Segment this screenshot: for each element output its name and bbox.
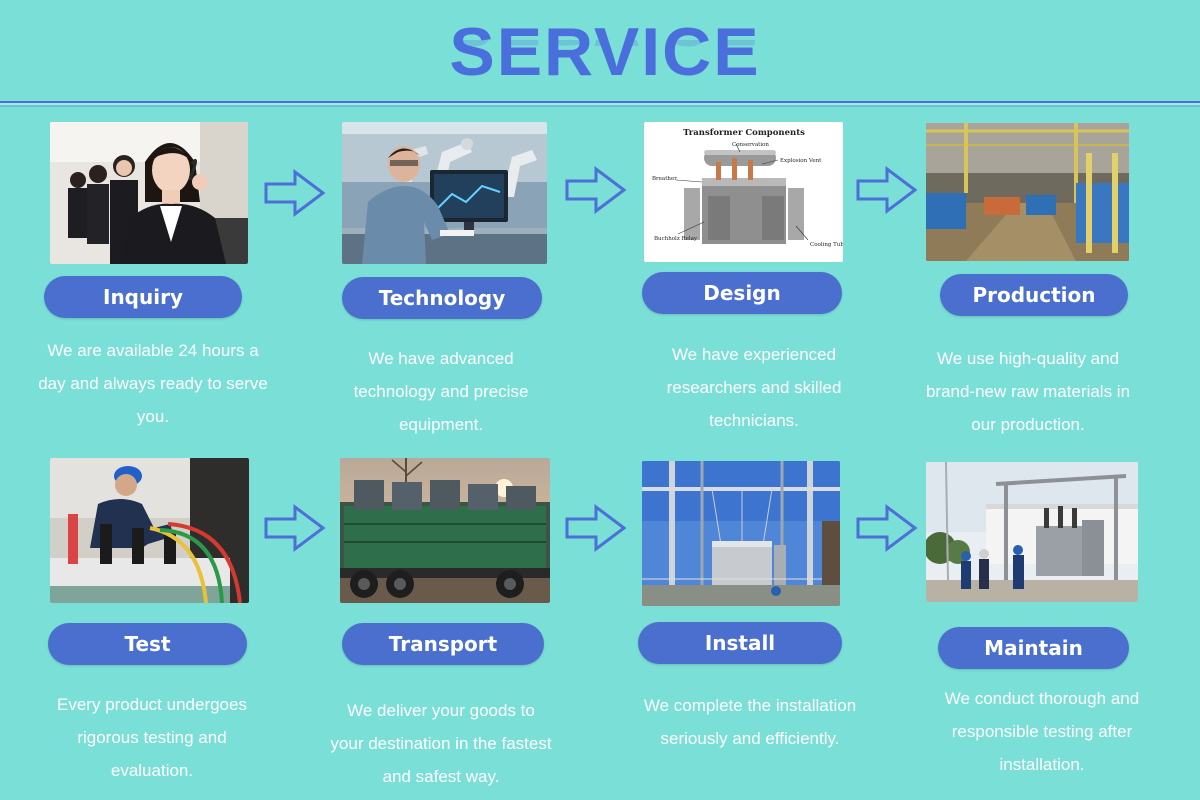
step-label-production: Production xyxy=(940,274,1128,316)
step-description-design: We have experienced researchers and skil… xyxy=(666,345,842,430)
step-description-inquiry: We are available 24 hours a day and alwa… xyxy=(38,341,268,426)
page-title: SERVICE xyxy=(449,14,761,90)
right-arrow-icon xyxy=(856,504,918,552)
maintain-photo xyxy=(926,462,1138,602)
design-photo: Transformer Components Conservation Expl… xyxy=(644,122,843,262)
install-photo xyxy=(642,461,840,606)
step-label-test: Test xyxy=(48,623,247,665)
diagram-label-buchholz-relay: Buchholz Relay xyxy=(654,236,698,242)
step-description-technology: We have advanced technology and precise … xyxy=(353,349,529,434)
inquiry-photo xyxy=(50,122,248,264)
diagram-label-cooling-tubes: Cooling Tubes xyxy=(810,242,843,248)
page-title-reflection: SERVICE xyxy=(0,40,1200,62)
diagram-label-explosion-vent: Explosion Vent xyxy=(780,158,822,164)
step-description-maintain: We conduct thorough and responsible test… xyxy=(944,689,1140,774)
step-label-design: Design xyxy=(642,272,842,314)
step-label-inquiry: Inquiry xyxy=(44,276,242,318)
test-photo xyxy=(50,458,249,603)
step-label-transport: Transport xyxy=(342,623,544,665)
title-divider xyxy=(0,101,1200,107)
step-label-install: Install xyxy=(638,622,842,664)
step-description-test: Every product undergoes rigorous testing… xyxy=(57,695,247,780)
step-label-technology: Technology xyxy=(342,277,542,319)
design-diagram-title: Transformer Components xyxy=(683,128,805,138)
step-label-maintain: Maintain xyxy=(938,627,1129,669)
right-arrow-icon xyxy=(856,166,918,214)
right-arrow-icon xyxy=(565,166,627,214)
diagram-label-breather: Breather xyxy=(652,176,677,182)
production-photo xyxy=(926,123,1129,261)
right-arrow-icon xyxy=(264,504,326,552)
technology-photo xyxy=(342,122,547,264)
diagram-label-conservation: Conservation xyxy=(732,142,769,148)
step-description-transport: We deliver your goods to your destinatio… xyxy=(330,701,552,786)
step-description-production: We use high-quality and brand-new raw ma… xyxy=(925,349,1131,434)
transport-photo xyxy=(340,458,550,603)
right-arrow-icon xyxy=(264,169,326,217)
step-description-install: We complete the installation seriously a… xyxy=(643,696,857,748)
right-arrow-icon xyxy=(565,504,627,552)
